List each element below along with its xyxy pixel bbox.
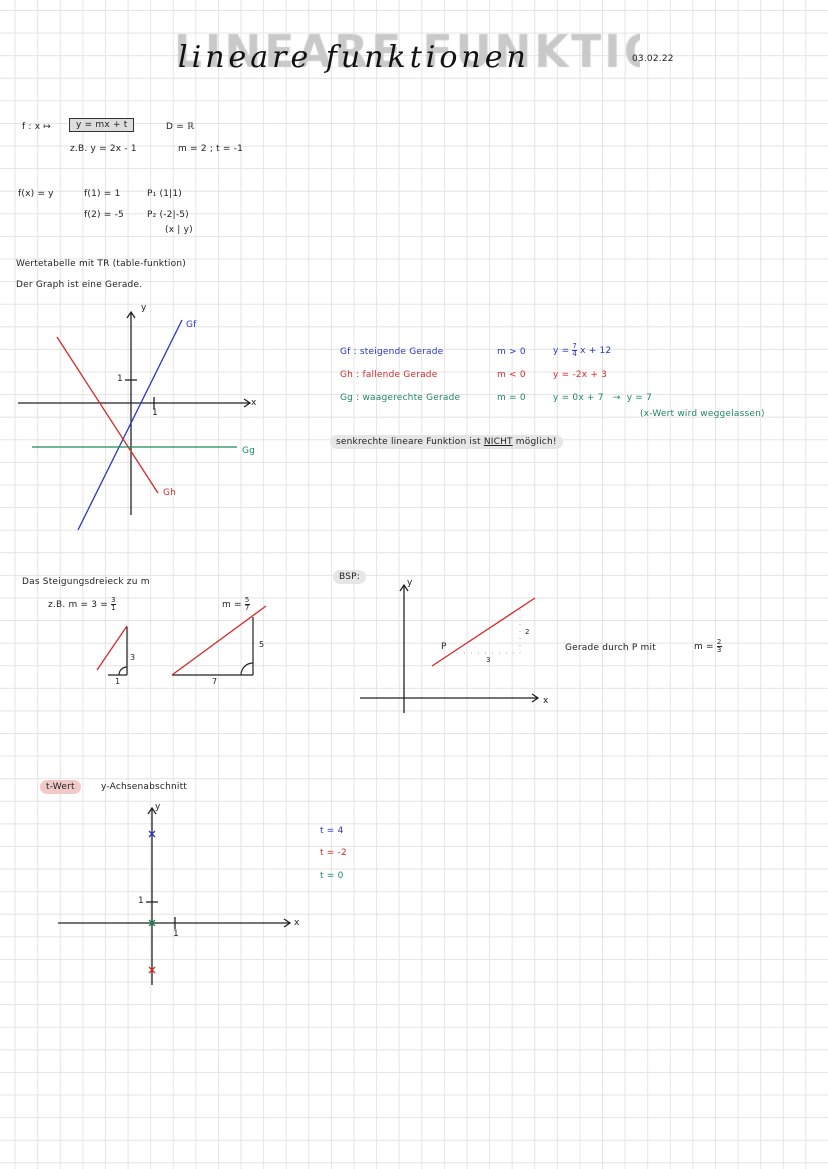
bsp-label: BSP:: [333, 570, 366, 584]
gh-cond: m < 0: [497, 370, 526, 380]
line-gf: [77, 319, 183, 531]
t-wert-desc: y-Achsenabschnitt: [101, 782, 188, 792]
fx: f(x) = y: [18, 189, 54, 199]
t-2-mark: [148, 966, 156, 974]
gg-cond: m = 0: [497, 393, 526, 403]
graph1-tick-y: 1: [117, 374, 123, 384]
gg-eq: y = 0x + 7 → y = 7: [553, 393, 653, 403]
vertical-note: senkrechte lineare Funktion ist NICHT mö…: [330, 435, 563, 449]
example-params: m = 2 ; t = -1: [178, 144, 244, 154]
p1: P₁ (1|1): [147, 189, 183, 199]
graph1-y-label: y: [141, 303, 147, 313]
slope-heading: Das Steigungsdreieck zu m: [22, 577, 150, 587]
f1: f(1) = 1: [84, 189, 121, 199]
p2: P₂ (-2|-5): [147, 210, 189, 220]
xy-note: (x | y): [165, 225, 193, 235]
gf-label: Gf: [186, 320, 197, 330]
example-formula: z.B. y = 2x - 1: [70, 144, 137, 154]
gh-row: Gh : fallende Gerade: [340, 370, 438, 380]
domain: D = ℝ: [166, 122, 195, 132]
intercept-tick-y: 1: [138, 896, 144, 906]
t4-label: t = 4: [320, 826, 344, 836]
t2-rise: 5: [259, 640, 265, 649]
graph1-tick-x: 1: [152, 408, 158, 418]
bsp-rise: 2: [525, 628, 530, 636]
t1-run: 1: [115, 677, 121, 686]
t2-run: 7: [212, 677, 218, 686]
bsp-run: 3: [486, 656, 491, 664]
formula-box: y = mx + t: [69, 118, 135, 132]
intercept-y-label: y: [155, 802, 161, 812]
t-2-label: t = -2: [320, 848, 347, 858]
gh-label: Gh: [163, 488, 177, 498]
t-wert-label: t-Wert: [40, 780, 81, 794]
line-gh: [56, 336, 159, 494]
mapping: f : x ↦: [22, 122, 52, 132]
example-line: [431, 597, 536, 667]
point-p-label: P: [441, 642, 447, 652]
gg-note: (x-Wert wird weggelassen): [640, 409, 765, 419]
date: 03.02.22: [632, 54, 674, 64]
bsp-x-label: x: [543, 696, 549, 706]
gg-label: Gg: [242, 446, 256, 456]
graph1-x-label: x: [251, 398, 257, 408]
t4-mark: [148, 830, 156, 838]
gg-row: Gg : waagerechte Gerade: [340, 393, 461, 403]
bsp-y-label: y: [407, 578, 413, 588]
graph-note: Der Graph ist eine Gerade.: [16, 280, 143, 290]
gh-eq: y = -2x + 3: [553, 370, 608, 380]
page-title: lineare funktionen: [178, 40, 530, 75]
title-block-letters: [170, 30, 640, 86]
bsp-text: Gerade durch P mit: [565, 643, 656, 653]
f2: f(2) = -5: [84, 210, 124, 220]
intercept-x-label: x: [294, 918, 300, 928]
intercept-tick-x: 1: [173, 929, 179, 939]
gf-cond: m > 0: [497, 347, 526, 357]
t0-mark: [148, 919, 156, 927]
gf-row: Gf : steigende Gerade: [340, 347, 444, 357]
table-note: Wertetabelle mit TR (table-funktion): [16, 259, 186, 269]
t0-label: t = 0: [320, 871, 344, 881]
t1-rise: 3: [130, 653, 136, 662]
